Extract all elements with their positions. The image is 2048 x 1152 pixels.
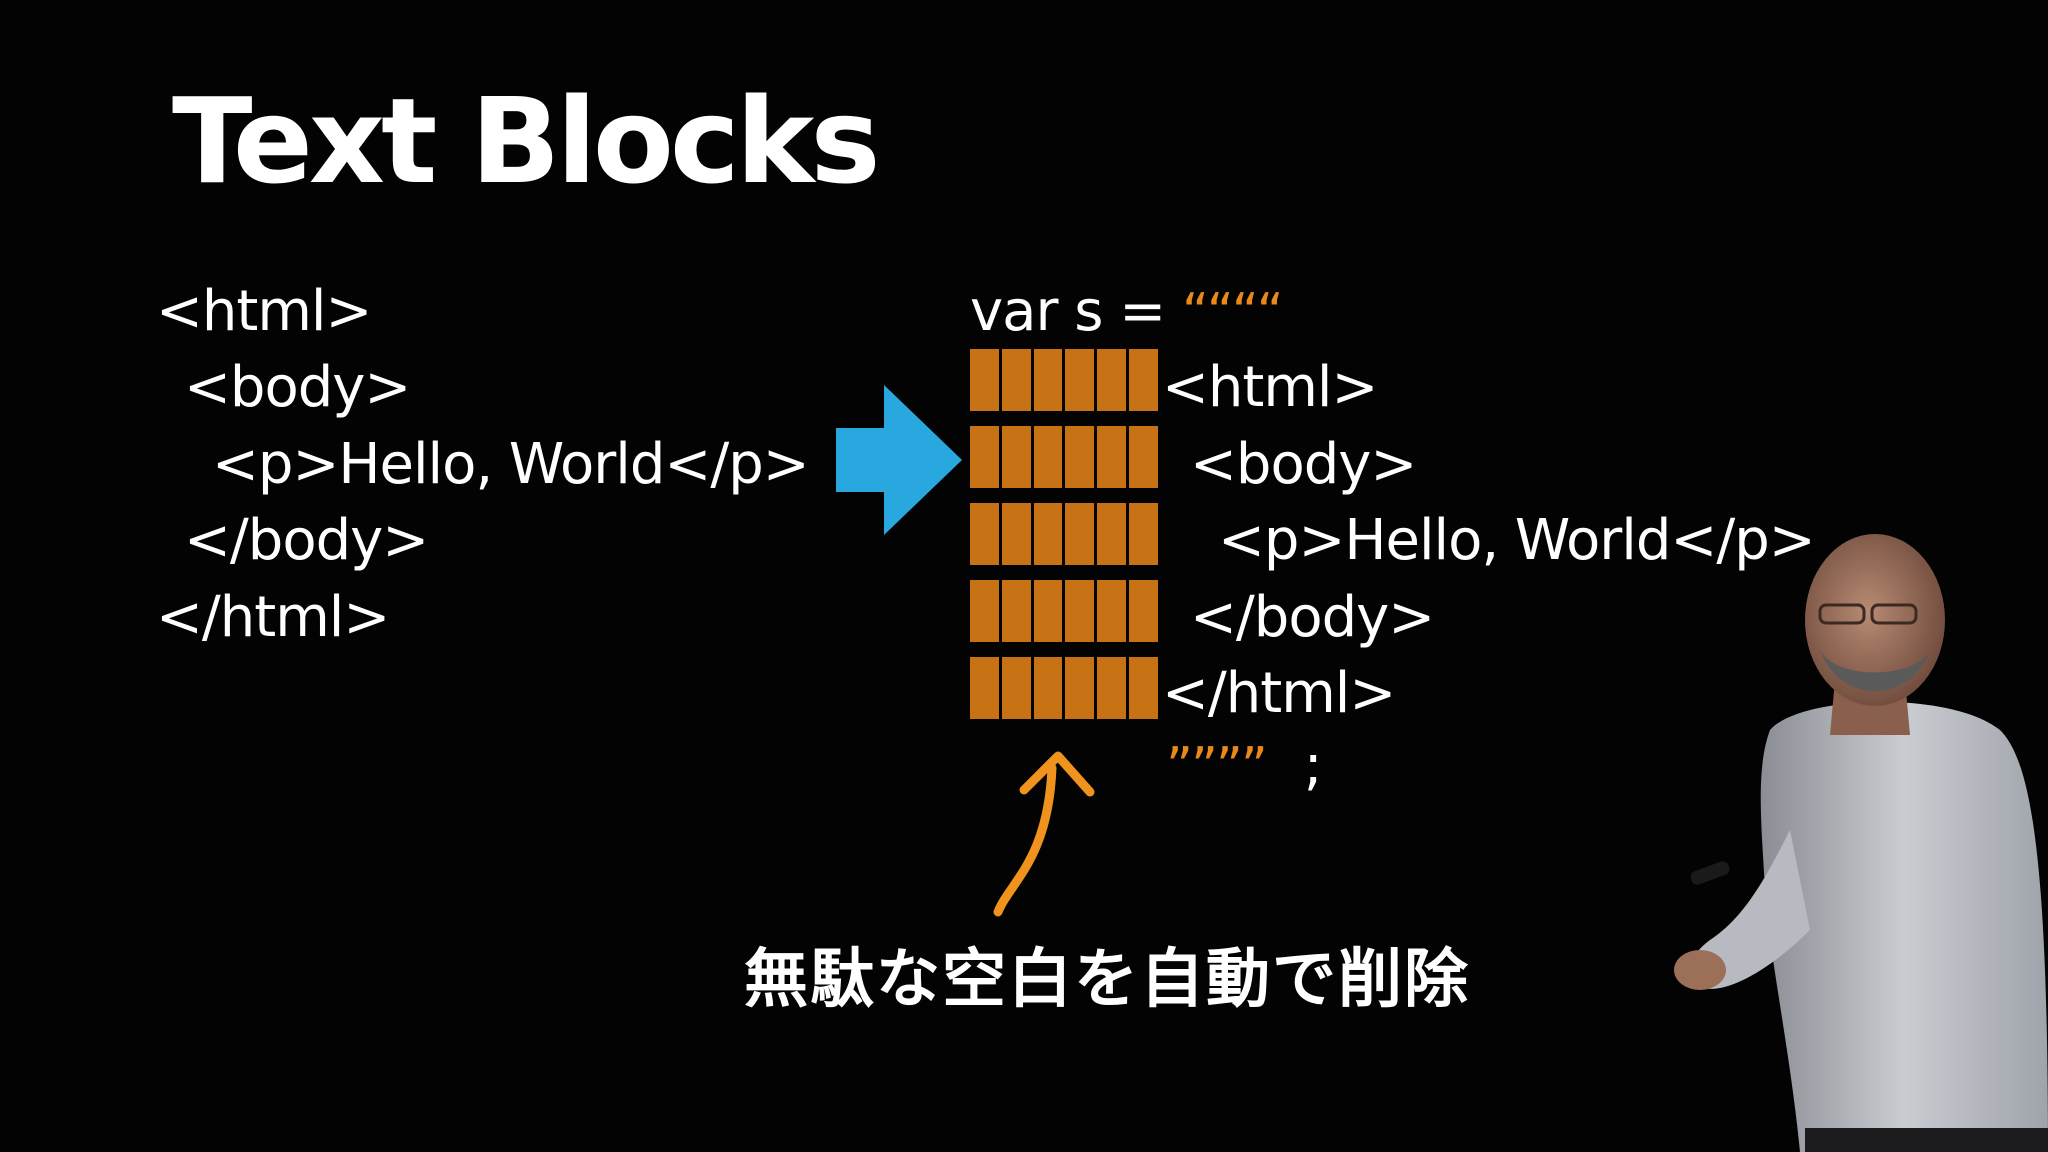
code-line: </body> xyxy=(1190,585,1435,650)
whitespace-highlight xyxy=(970,349,1158,411)
code-declaration: var s = ““““ xyxy=(970,283,1284,343)
presenter-photo xyxy=(1674,534,2048,1152)
right-arrow-icon xyxy=(836,385,962,535)
close-quote: ”””” xyxy=(1166,737,1268,797)
code-line: <body> xyxy=(1190,432,1417,497)
whitespace-highlight xyxy=(970,657,1158,719)
code-line: </html> xyxy=(156,585,390,650)
open-quote: ““““ xyxy=(1181,283,1284,343)
slide-caption: 無駄な空白を自動で削除 xyxy=(744,943,1470,1017)
code-line: <p>Hello, World</p> xyxy=(212,432,810,497)
code-line: <html> xyxy=(156,279,372,344)
terminator: ; xyxy=(1303,733,1323,798)
whitespace-highlight xyxy=(970,426,1158,488)
code-line: </body> xyxy=(184,508,429,573)
code-line: <body> xyxy=(184,355,411,420)
curved-up-arrow-icon xyxy=(993,751,1095,917)
whitespace-highlight xyxy=(970,503,1158,565)
code-line: <p>Hello, World</p> xyxy=(1218,508,1816,573)
code-closing: ””””; xyxy=(1166,737,1323,797)
code-line: </html> xyxy=(1162,661,1396,726)
slide-title: Text Blocks xyxy=(172,72,881,210)
whitespace-highlight xyxy=(970,580,1158,642)
code-line: <html> xyxy=(1162,355,1378,420)
declaration-text: var s = xyxy=(970,279,1182,344)
